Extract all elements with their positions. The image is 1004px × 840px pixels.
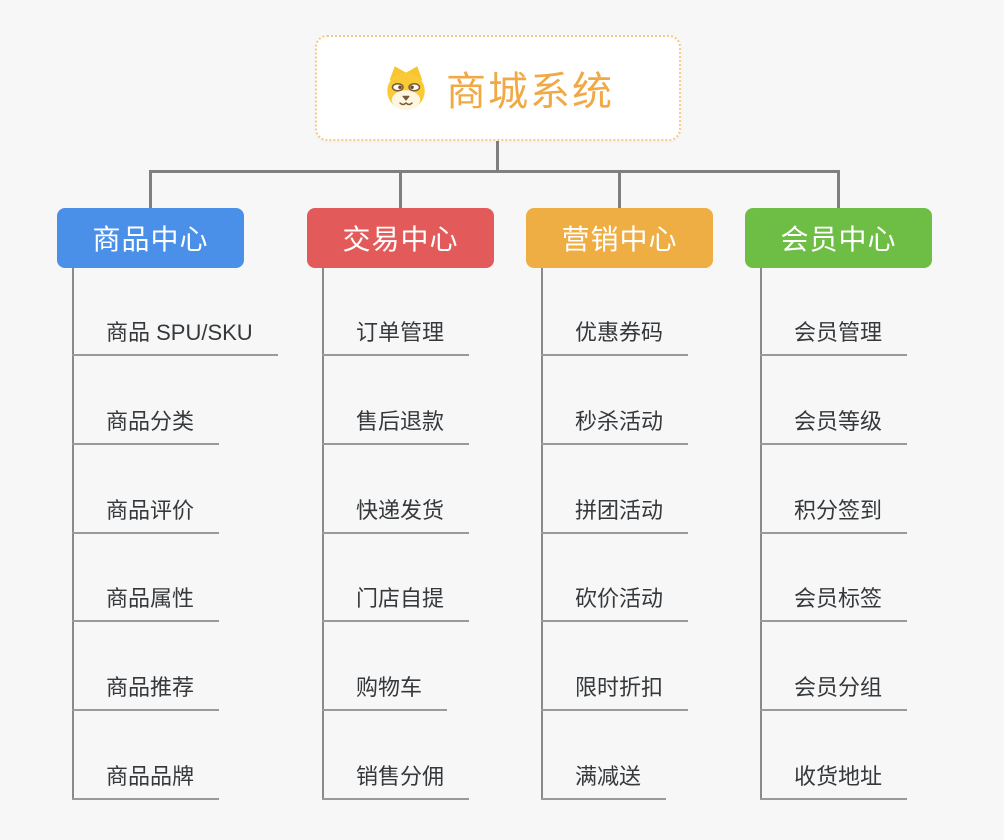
connector-root-drop: [496, 141, 499, 172]
child-node[interactable]: 销售分佣: [322, 760, 470, 800]
child-node[interactable]: 商品分类: [72, 405, 220, 445]
branch-label: 会员中心: [780, 224, 897, 255]
root-node[interactable]: 商城系统: [315, 35, 681, 141]
child-node[interactable]: 收货地址: [760, 760, 908, 800]
connector-horizontal-bus: [149, 170, 840, 173]
child-node[interactable]: 积分签到: [760, 494, 908, 534]
child-node[interactable]: 门店自提: [322, 582, 470, 622]
connector-drop-product: [149, 170, 152, 208]
child-node[interactable]: 砍价活动: [541, 582, 689, 622]
branch-label: 营销中心: [561, 224, 678, 255]
child-node[interactable]: 会员分组: [760, 671, 908, 711]
child-node[interactable]: 满减送: [541, 760, 667, 800]
child-node[interactable]: 会员管理: [760, 316, 908, 356]
child-node[interactable]: 优惠券码: [541, 316, 689, 356]
branch-label: 商品中心: [92, 224, 209, 255]
branch-node-marketing[interactable]: 营销中心: [526, 208, 713, 268]
child-node[interactable]: 商品推荐: [72, 671, 220, 711]
connector-drop-trade: [399, 170, 402, 208]
connector-drop-marketing: [618, 170, 621, 208]
branch-node-trade[interactable]: 交易中心: [307, 208, 494, 268]
child-node[interactable]: 秒杀活动: [541, 405, 689, 445]
dog-face-icon: [382, 64, 430, 112]
child-node[interactable]: 商品品牌: [72, 760, 220, 800]
branch-label: 交易中心: [342, 224, 459, 255]
child-node[interactable]: 商品 SPU/SKU: [72, 316, 278, 356]
child-node[interactable]: 拼团活动: [541, 494, 689, 534]
child-node[interactable]: 商品评价: [72, 494, 220, 534]
child-node[interactable]: 会员标签: [760, 582, 908, 622]
branch-node-product[interactable]: 商品中心: [57, 208, 244, 268]
child-node[interactable]: 快递发货: [322, 494, 470, 534]
child-node[interactable]: 商品属性: [72, 582, 220, 622]
child-node[interactable]: 订单管理: [322, 316, 470, 356]
root-title: 商城系统: [446, 70, 614, 114]
connector-drop-member: [837, 170, 840, 208]
child-node[interactable]: 限时折扣: [541, 671, 689, 711]
child-node[interactable]: 购物车: [322, 671, 448, 711]
child-node[interactable]: 会员等级: [760, 405, 908, 445]
branch-node-member[interactable]: 会员中心: [745, 208, 932, 268]
child-node[interactable]: 售后退款: [322, 405, 470, 445]
